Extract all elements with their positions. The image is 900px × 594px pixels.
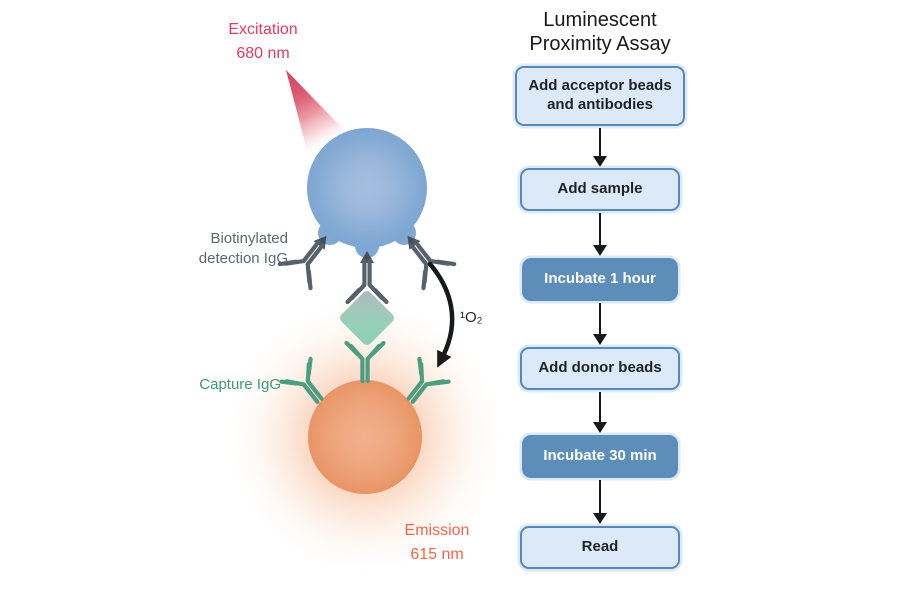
flow-arrowhead-icon [593, 422, 607, 433]
singlet-oxygen-arrow-icon [427, 261, 455, 368]
flow-arrow-5 [593, 480, 607, 524]
flow-arrow-shaft [599, 303, 601, 334]
flow-arrowhead-icon [593, 513, 607, 524]
flowchart-title-line2: Proximity Assay [529, 33, 671, 56]
donor-bead-icon [307, 128, 427, 258]
emission-label: Emission [405, 522, 470, 539]
detection-igg-label-line2: detection IgG [199, 250, 288, 267]
step-add-donor-beads: Add donor beads [520, 347, 680, 390]
assay-illustration: Excitation 680 nm Biotinylated detection… [199, 21, 505, 577]
capture-igg-label: Capture IgG [199, 376, 281, 393]
flowchart-title-line1: Luminescent [543, 9, 657, 31]
flow-arrow-shaft [599, 392, 601, 422]
step-add-sample: Add sample [520, 168, 680, 211]
step-add-acceptor-beads: Add acceptor beads and antibodies [515, 66, 685, 126]
excitation-beam-icon [286, 70, 346, 154]
flow-arrow-3 [593, 303, 607, 345]
detection-igg-label-line1: Biotinylated [210, 230, 288, 247]
emission-wavelength: 615 nm [410, 546, 463, 563]
flow-arrow-1 [593, 128, 607, 167]
step-incubate-30-min: Incubate 30 min [522, 435, 678, 478]
flow-arrowhead-icon [593, 156, 607, 167]
flow-arrow-shaft [599, 213, 601, 245]
singlet-oxygen-label: ¹O₂ [460, 309, 483, 326]
acceptor-bead-icon [308, 380, 422, 494]
flow-arrowhead-icon [593, 245, 607, 256]
analyte-diamond-icon [340, 291, 394, 345]
excitation-wavelength: 680 nm [236, 45, 289, 62]
step-incubate-1-hour: Incubate 1 hour [522, 258, 678, 301]
flowchart-title: Luminescent Proximity Assay [500, 8, 700, 57]
flow-arrowhead-icon [593, 334, 607, 345]
flow-arrow-shaft [599, 128, 601, 156]
excitation-label: Excitation [228, 21, 297, 38]
flow-arrow-shaft [599, 480, 601, 513]
flow-arrow-4 [593, 392, 607, 433]
flow-arrow-2 [593, 213, 607, 256]
step-read: Read [520, 526, 680, 569]
